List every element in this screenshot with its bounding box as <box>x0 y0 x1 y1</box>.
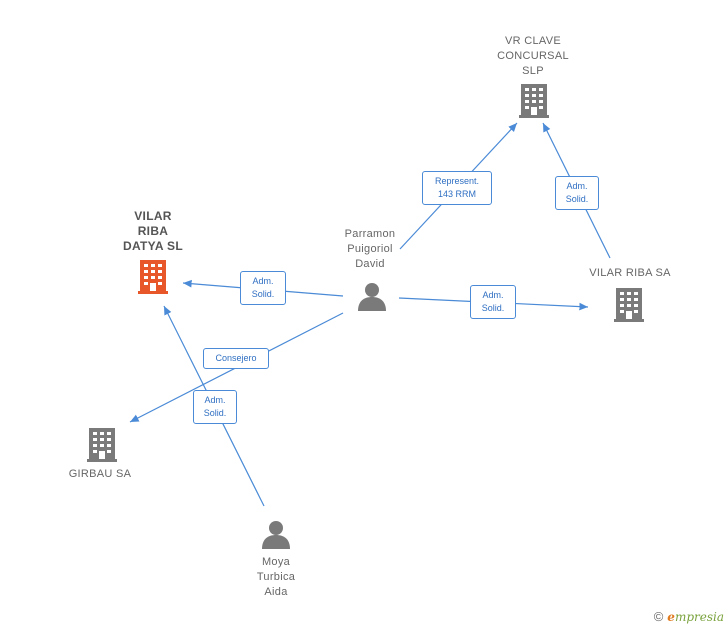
node-label-parramon[interactable]: Parramon Puigoriol David <box>344 228 396 270</box>
node-label-vilar-riba-sa[interactable]: VILAR RIBA SA <box>589 267 671 279</box>
footer-brand: © empresia <box>654 609 724 624</box>
building-icon[interactable] <box>138 260 168 294</box>
edge-label-consejero: Consejero <box>203 348 269 369</box>
person-icon[interactable] <box>262 521 290 549</box>
edge-label-adm-moya: Adm. Solid. <box>193 390 237 424</box>
building-icon[interactable] <box>87 428 117 462</box>
edge-label-adm-vrclave: Adm. Solid. <box>555 176 599 210</box>
node-label-vilar-riba-datya[interactable]: VILAR RIBA DATYA SL <box>123 209 183 253</box>
edges <box>129 122 611 507</box>
node-label-moya[interactable]: Moya Turbica Aida <box>256 556 296 598</box>
person-icon[interactable] <box>358 283 386 311</box>
copyright-icon: © <box>653 609 664 624</box>
building-icon[interactable] <box>519 84 549 118</box>
node-label-vr-clave[interactable]: VR CLAVE CONCURSAL SLP <box>497 35 569 77</box>
edge-label-adm-datya: Adm. Solid. <box>240 271 286 305</box>
edge-label-represent: Represent. 143 RRM <box>422 171 492 205</box>
edge-label-adm-vilarsa: Adm. Solid. <box>470 285 516 319</box>
node-label-girbau-sa[interactable]: GIRBAU SA <box>68 468 132 480</box>
building-icon[interactable] <box>614 288 644 322</box>
brand-logo[interactable]: empresia <box>667 609 724 624</box>
